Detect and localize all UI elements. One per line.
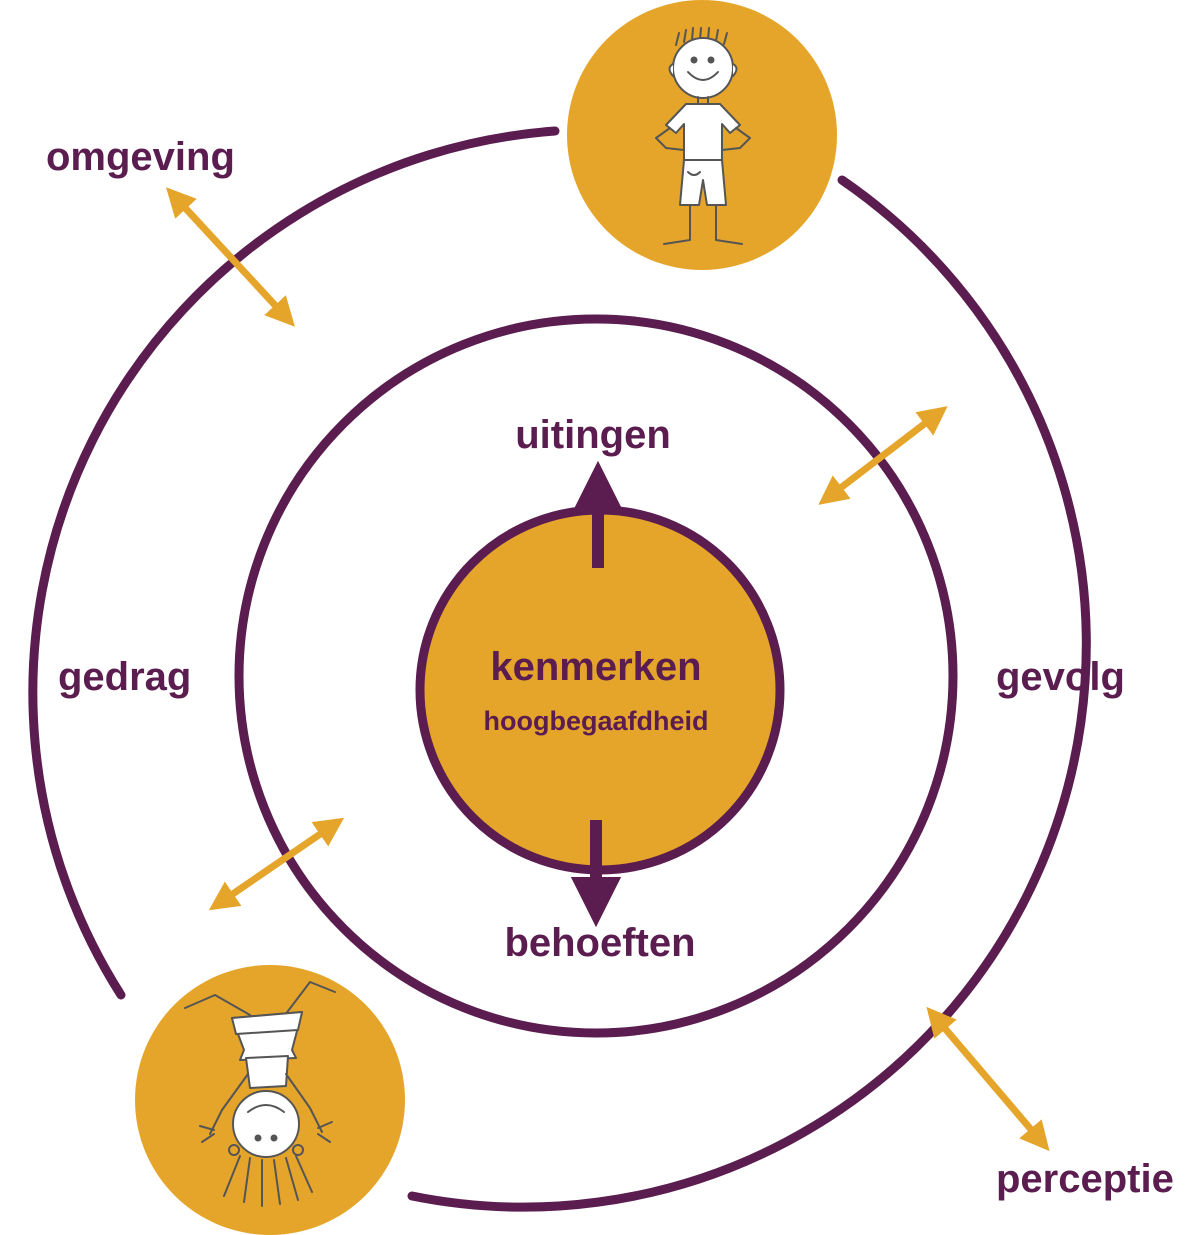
inner-ring — [234, 314, 958, 1038]
bottom-figure — [135, 965, 405, 1235]
top-figure — [567, 0, 837, 270]
label-gevolg: gevolg — [996, 655, 1125, 699]
label-uitingen: uitingen — [515, 413, 671, 457]
outer-ring — [28, 126, 1091, 1212]
double-arrow-gevolg — [818, 406, 948, 505]
standing-boy-icon — [655, 27, 751, 245]
outer-ring-arc-top-left — [28, 126, 560, 1000]
double-arrow-perceptie — [926, 1006, 1050, 1152]
double-arrow-omgeving — [166, 187, 295, 327]
label-gedrag: gedrag — [58, 655, 191, 699]
center-title: kenmerken — [490, 645, 701, 689]
outer-ring-arc-right — [407, 175, 1091, 1212]
upside-down-girl-icon — [184, 981, 336, 1207]
label-behoeften: behoeften — [504, 921, 695, 965]
label-omgeving: omgeving — [46, 135, 235, 179]
center-subtitle: hoogbegaafdheid — [484, 706, 709, 736]
double-arrow-gedrag — [208, 817, 345, 911]
label-perceptie: perceptie — [996, 1157, 1174, 1201]
